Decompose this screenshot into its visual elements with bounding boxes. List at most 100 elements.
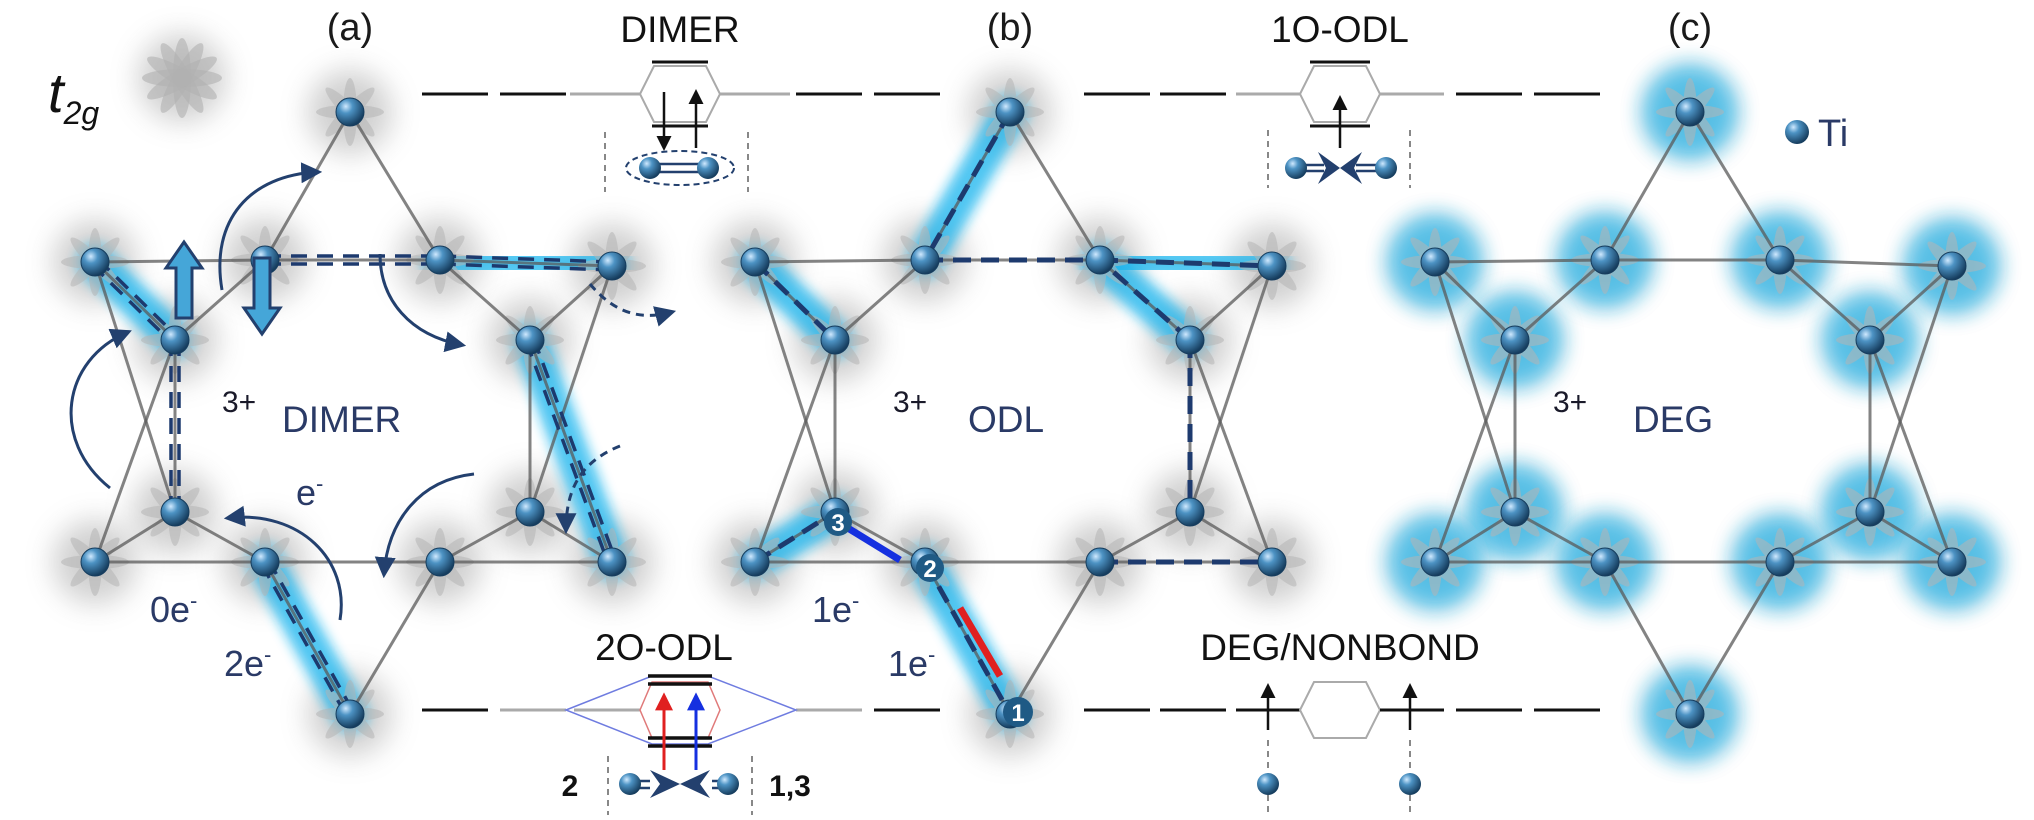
spin-down-arrow-icon: [241, 256, 283, 337]
lattice-bond: [1188, 264, 1274, 342]
ti-atom: [1500, 497, 1530, 527]
panel-label-c: (c): [1668, 7, 1712, 49]
lattice-bond: [528, 264, 614, 342]
lattice-bond: [1514, 258, 1606, 342]
lattice-bond: [1188, 265, 1274, 513]
ti-atom: [1937, 251, 1967, 281]
lattice-bond: [1688, 561, 1782, 715]
dimer-bond-line: [440, 254, 613, 264]
ti-legend-label: Ti: [1818, 113, 1848, 155]
lattice-bond: [834, 258, 926, 342]
site-number-3: 3: [831, 510, 844, 537]
mo-title-deg-nonbond: DEG/NONBOND: [1200, 627, 1480, 668]
mo-title-2o-odl: 2O-ODL: [595, 627, 733, 668]
lattice-bond: [1779, 258, 1953, 268]
electron-count-0e: 0e-: [150, 588, 197, 630]
ti-atom: [80, 247, 110, 277]
electron-count-1e-a: 1e-: [812, 588, 859, 630]
lattice-bond: [1603, 561, 1692, 715]
odl-bond-line: [1099, 257, 1273, 269]
lattice-bond: [348, 561, 442, 715]
ti-atom: [1420, 547, 1450, 577]
ti-atom: [250, 547, 280, 577]
lattice-bond: [1688, 111, 1782, 261]
lattice-bond: [1188, 339, 1274, 563]
odl-bond-line: [922, 560, 1013, 716]
ti-atom: [80, 547, 110, 577]
ti-atom: [1175, 497, 1205, 527]
t2g-label: t2g: [48, 61, 99, 131]
ti-atom: [1257, 547, 1287, 577]
panel-label-a: (a): [327, 7, 373, 49]
ti-atom: [1500, 325, 1530, 355]
ti-atom: [515, 497, 545, 527]
spin-up-arrow-icon: [163, 239, 205, 320]
region-label-deg: DEG: [1633, 399, 1713, 440]
ti-atom: [1855, 497, 1885, 527]
lattice-bond: [1779, 258, 1871, 342]
lattice-bond: [1434, 510, 1516, 564]
lattice-bond: [753, 261, 837, 513]
ti-atom: [1590, 245, 1620, 275]
site-marker-2: 2: [916, 554, 944, 583]
dimer-bond-line: [524, 340, 610, 564]
lattice-bond: [1008, 111, 1102, 261]
site-number-1: 1: [1011, 700, 1024, 727]
lattice-bond: [529, 510, 613, 564]
ti-atom: [160, 497, 190, 527]
dimer-bond-line: [266, 559, 356, 713]
lattice-bond: [1868, 339, 1954, 563]
ti-atom: [1765, 547, 1795, 577]
mo-diagram-2o-odl: 2O-ODL 2 1,3: [422, 627, 940, 815]
lattice-bond: [174, 510, 266, 564]
ti-atom: [1085, 547, 1115, 577]
lattice-bond: [439, 258, 613, 268]
odl-bond-line: [922, 110, 1013, 262]
lattice-bond: [1433, 260, 1517, 342]
ti-atom: [425, 245, 455, 275]
site-group-label-2: 2: [562, 770, 579, 803]
site-number-2: 2: [923, 556, 936, 583]
ti-atom: [1085, 245, 1115, 275]
mo-title-dimer: DIMER: [620, 9, 739, 50]
lattice-bond: [754, 258, 926, 264]
mo-diagram-deg-nonbond: DEG/NONBOND: [1084, 627, 1600, 815]
lattice-bond: [1868, 265, 1954, 513]
ti-atom: [425, 547, 455, 577]
region-label-odl: ODL: [968, 399, 1044, 440]
odl-bond-line: [753, 260, 837, 342]
region-label-dimer: DIMER: [282, 399, 401, 440]
ti-atom: [160, 325, 190, 355]
ti-atom: [1420, 247, 1450, 277]
ti-atom: [335, 699, 365, 729]
lattice-bond: [93, 339, 177, 563]
electron-transfer-arrows: [69, 162, 677, 621]
lattice-bond: [1099, 510, 1191, 564]
lattice-bond: [263, 561, 352, 715]
mo-diagram-1o-odl: 1O-ODL: [1084, 9, 1600, 188]
lattice-bond: [94, 510, 176, 564]
lattice-bond: [1779, 510, 1871, 564]
dimer-bond-line: [259, 563, 349, 717]
lattice-bond: [263, 111, 352, 261]
lattice-bond: [93, 261, 177, 513]
mo-title-1o-odl: 1O-ODL: [1271, 9, 1409, 50]
electron-count-2e: 2e-: [224, 642, 271, 684]
electron-transfer-label: e-: [296, 471, 323, 513]
ti-atom: [995, 97, 1025, 127]
mo-diagram-dimer: DIMER: [422, 9, 940, 192]
ti-atom: [1937, 547, 1967, 577]
dimer-bond-line: [439, 262, 612, 272]
lattice-bond: [174, 258, 266, 342]
odl-bond-line: [753, 509, 837, 565]
t2g-orbital-icon: [138, 34, 226, 122]
lattice-bond: [439, 510, 531, 564]
dimer-bond-layer: [90, 110, 1273, 717]
ti-atom: [740, 547, 770, 577]
site-marker-3: 3: [824, 508, 852, 537]
electron-count-1e-b: 1e-: [888, 642, 935, 684]
lattice-bond: [439, 258, 531, 342]
ti-atom: [515, 325, 545, 355]
lattice-bond: [1433, 339, 1517, 563]
lattice-bond: [1869, 510, 1953, 564]
